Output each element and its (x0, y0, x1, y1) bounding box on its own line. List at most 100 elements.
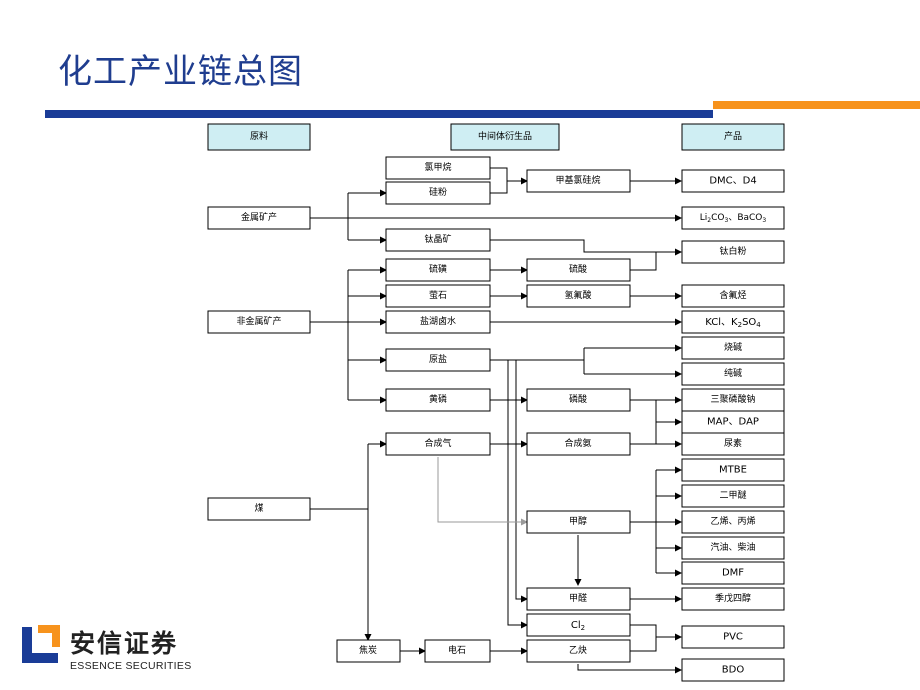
node-crude-salt: 原盐 (385, 348, 491, 372)
node-coke-label: 焦炭 (359, 644, 377, 656)
node-fluorite: 萤石 (385, 284, 491, 308)
node-kcl-k2so4: KCl、K2SO4 (681, 310, 785, 334)
node-stpp-label: 三聚磷酸钠 (710, 393, 755, 405)
header-intermediate: 中间体衍生品 (450, 123, 560, 151)
node-salt-lake-brine-label: 盐湖卤水 (420, 315, 456, 327)
node-hydrofluoric-acid: 氢氟酸 (526, 284, 631, 308)
node-titanium-dioxide: 钛白粉 (681, 240, 785, 264)
node-phosphoric-acid: 磷酸 (526, 388, 631, 412)
node-synthetic-ammonia-label: 合成氨 (564, 437, 591, 449)
node-phosphoric-acid-label: 磷酸 (569, 393, 587, 405)
node-pvc-label: PVC (723, 632, 743, 643)
node-chlorine-label: Cl2 (571, 620, 585, 633)
node-ilmenite: 钛晶矿 (385, 228, 491, 252)
node-map-dap-label: MAP、DAP (707, 417, 759, 428)
node-acetylene: 乙炔 (526, 639, 631, 663)
connector (630, 624, 657, 652)
node-nonmetal-ore-label: 非金属矿产 (236, 315, 281, 327)
node-gasoline-diesel: 汽油、柴油 (681, 536, 785, 560)
node-formaldehyde-label: 甲醛 (569, 592, 587, 604)
node-formaldehyde: 甲醛 (526, 587, 631, 611)
node-salt-lake-brine: 盐湖卤水 (385, 310, 491, 334)
node-mtbe-label: MTBE (719, 465, 747, 476)
node-silicon-powder-label: 硅粉 (429, 186, 447, 198)
node-lithium-barium-carbonate: Li2CO3、BaCO3 (681, 206, 785, 230)
header-product: 产品 (681, 123, 785, 151)
node-methanol: 甲醇 (526, 510, 631, 534)
header-raw-label: 原料 (250, 130, 268, 142)
connector (437, 457, 528, 526)
node-hydrofluoric-acid-label: 氢氟酸 (564, 289, 591, 301)
header-intermediate-label: 中间体衍生品 (478, 130, 532, 142)
node-sulfuric-acid: 硫酸 (526, 258, 631, 282)
node-ilmenite-label: 钛晶矿 (424, 233, 451, 245)
node-yellow-phosphorus-label: 黄磷 (429, 393, 447, 405)
node-sulfuric-acid-label: 硫酸 (569, 263, 587, 275)
node-dme: 二甲醚 (681, 484, 785, 508)
node-stpp: 三聚磷酸钠 (681, 388, 785, 412)
node-sulfur: 硫磺 (385, 258, 491, 282)
node-fluorocarbon: 含氟烃 (681, 284, 785, 308)
node-urea-label: 尿素 (724, 437, 742, 449)
node-bdo-label: BDO (722, 665, 745, 676)
connector (490, 167, 508, 194)
node-mtbe: MTBE (681, 458, 785, 482)
connector (630, 252, 657, 271)
node-dmc-d4-label: DMC、D4 (709, 176, 756, 187)
node-calcium-carbide-label: 电石 (448, 644, 466, 656)
node-fluorocarbon-label: 含氟烃 (719, 289, 746, 301)
logo-english-name: ESSENCE SECURITIES (70, 660, 192, 672)
node-lithium-label: Li2CO3、BaCO3 (700, 213, 767, 224)
node-synthetic-ammonia: 合成氨 (526, 432, 631, 456)
node-methanol-label: 甲醇 (569, 515, 587, 527)
node-sulfur-label: 硫磺 (429, 263, 447, 275)
node-soda-ash-label: 纯碱 (724, 367, 742, 379)
node-kcl-label: KCl、K2SO4 (705, 317, 761, 330)
node-soda-ash: 纯碱 (681, 362, 785, 386)
node-dmc-d4: DMC、D4 (681, 169, 785, 193)
connector (655, 400, 682, 426)
node-gasoline-diesel-label: 汽油、柴油 (710, 541, 755, 553)
node-silicon-powder: 硅粉 (385, 181, 491, 205)
node-map-dap: MAP、DAP (681, 410, 785, 434)
node-chloromethane-label: 氯甲烷 (424, 161, 451, 173)
node-caustic-soda-label: 烧碱 (724, 341, 742, 353)
node-chlorine: Cl2 (526, 613, 631, 637)
node-fluorite-label: 萤石 (429, 289, 447, 301)
node-caustic-soda: 烧碱 (681, 336, 785, 360)
logo-mark-icon (22, 625, 60, 663)
node-chloromethane: 氯甲烷 (385, 156, 491, 180)
page-title: 化工产业链总图 (58, 52, 303, 92)
node-dme-label: 二甲醚 (719, 489, 746, 501)
node-acetylene-label: 乙炔 (569, 644, 587, 656)
node-pentaerythritol: 季戊四醇 (681, 587, 785, 611)
connector (515, 360, 528, 603)
connector (507, 360, 528, 629)
node-dmf-label: DMF (722, 568, 744, 579)
header-raw: 原料 (207, 123, 311, 151)
node-nonmetal-ore: 非金属矿产 (207, 310, 311, 334)
node-methylchlorosilane: 甲基氯硅烷 (526, 169, 631, 193)
node-coke: 焦炭 (336, 639, 401, 663)
node-pvc: PVC (681, 625, 785, 649)
node-urea: 尿素 (681, 432, 785, 456)
node-titanium-dioxide-label: 钛白粉 (719, 245, 746, 257)
node-methylchlorosilane-label: 甲基氯硅烷 (555, 174, 600, 186)
node-coal: 煤 (207, 497, 311, 521)
connector (490, 239, 682, 256)
node-ethylene-propylene: 乙烯、丙烯 (681, 510, 785, 534)
node-coal-label: 煤 (254, 502, 263, 514)
title-underline-orange (713, 101, 920, 109)
node-calcium-carbide: 电石 (424, 639, 491, 663)
logo-chinese-name: 安信证券 (70, 629, 179, 658)
connectors (310, 167, 682, 674)
node-pentaerythritol-label: 季戊四醇 (715, 592, 751, 604)
node-metal-ore: 金属矿产 (207, 206, 311, 230)
node-syngas: 合成气 (385, 432, 491, 456)
node-metal-ore-label: 金属矿产 (241, 211, 277, 223)
node-dmf: DMF (681, 561, 785, 585)
node-syngas-label: 合成气 (424, 437, 451, 449)
title-underline-blue (45, 110, 713, 118)
node-bdo: BDO (681, 658, 785, 682)
